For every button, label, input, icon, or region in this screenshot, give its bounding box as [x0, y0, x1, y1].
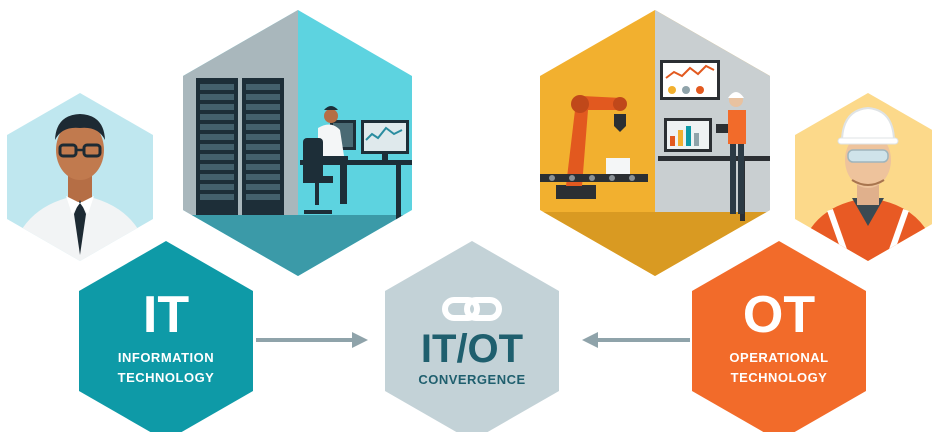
tie-icon: [74, 200, 86, 255]
convergence-title: IT/OT: [421, 327, 523, 371]
it-label-line2: TECHNOLOGY: [118, 370, 215, 385]
robot-arm-icon: [556, 95, 627, 199]
it-label-line1: INFORMATION: [118, 350, 214, 365]
it-person-hexagon: [7, 93, 153, 261]
wall-dashboard-icon: [660, 60, 720, 100]
worker-with-tablet: [716, 92, 746, 214]
ot-label-line1: OPERATIONAL: [729, 350, 828, 365]
safety-goggles-icon: [847, 149, 889, 163]
ot-label-line2: TECHNOLOGY: [731, 370, 828, 385]
operator-at-desk: [318, 106, 348, 204]
chain-link-icon: [442, 297, 502, 321]
arrow-ot-to-center: [582, 332, 690, 348]
tablet-icon: [716, 124, 728, 133]
ot-person-hexagon: [795, 93, 932, 261]
hard-hat-icon: [728, 92, 744, 98]
convergence-subtitle: CONVERGENCE: [418, 372, 525, 387]
factory-hexagon: [540, 10, 770, 276]
it-label-hexagon: IT INFORMATION TECHNOLOGY: [79, 241, 253, 437]
ot-label-hexagon: OT OPERATIONAL TECHNOLOGY: [692, 241, 866, 437]
server-rack-icon: [196, 78, 284, 215]
ot-abbreviation: OT: [743, 286, 815, 344]
conveyor-belt: [540, 158, 648, 182]
server-room-hexagon: [183, 10, 412, 276]
factory-monitor-icon: [664, 118, 712, 152]
convergence-hexagon: IT/OT CONVERGENCE: [385, 241, 559, 437]
hard-hat-icon: [840, 106, 896, 141]
desk: [300, 160, 412, 165]
it-abbreviation: IT: [143, 286, 189, 344]
office-chair-icon: [303, 138, 333, 214]
arrow-it-to-center: [256, 332, 368, 348]
monitor-icon: [330, 120, 409, 162]
